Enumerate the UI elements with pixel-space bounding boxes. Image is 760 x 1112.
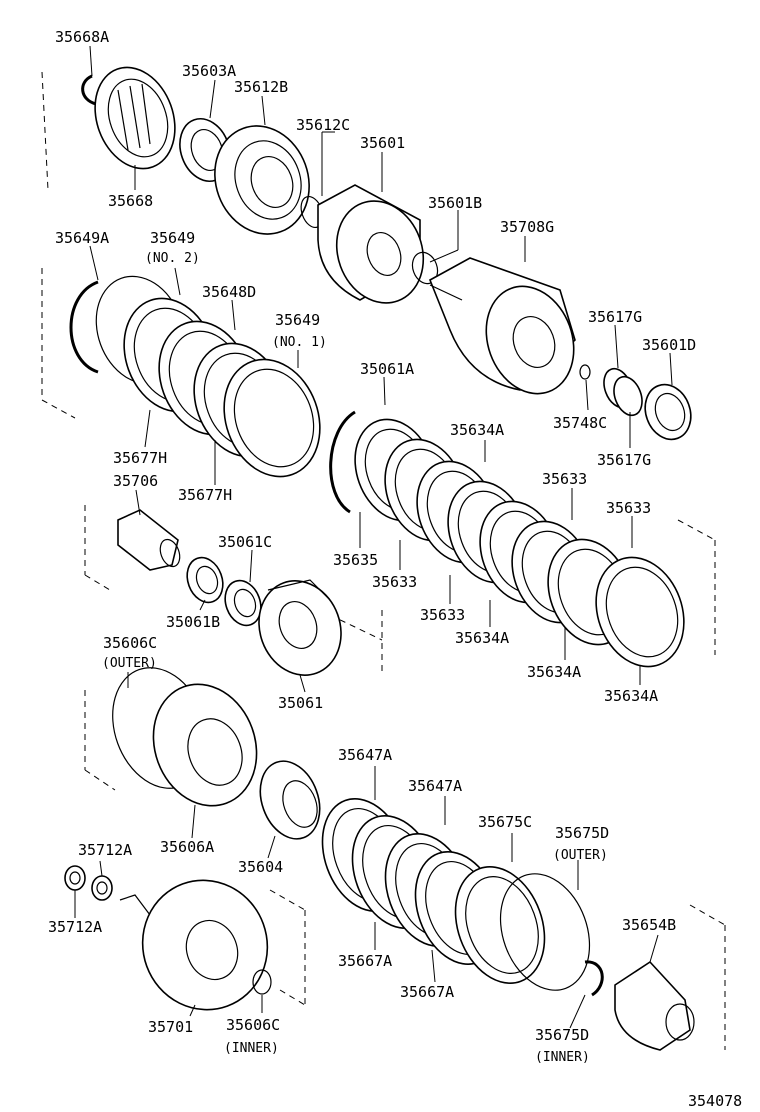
- part-35061C-washer: [224, 579, 262, 627]
- label-35061: 35061: [278, 694, 323, 712]
- label-no2: (NO. 2): [145, 251, 200, 266]
- label-35667A-b: 35667A: [400, 983, 454, 1001]
- label-35612C: 35612C: [296, 116, 350, 134]
- label-35701: 35701: [148, 1018, 193, 1036]
- part-35612B-piston: [214, 125, 310, 235]
- leader-lines: [74, 45, 673, 1029]
- part-35601D-bearing: [644, 383, 692, 441]
- label-35604: 35604: [238, 858, 283, 876]
- part-35748C-washer: [579, 364, 591, 380]
- part-35601-drum: [317, 184, 425, 304]
- label-35634A-b: 35634A: [527, 663, 581, 681]
- label-no1: (NO. 1): [272, 335, 327, 350]
- label-35649-no2: 35649: [150, 229, 195, 247]
- label-35606A: 35606A: [160, 838, 214, 856]
- label-35649A: 35649A: [55, 229, 109, 247]
- label-outer-2: (OUTER): [553, 848, 608, 863]
- part-35701-carrier: [119, 879, 269, 1011]
- label-35634A-c: 35634A: [604, 687, 658, 705]
- label-35633-d: 35633: [420, 606, 465, 624]
- label-35675C: 35675C: [478, 813, 532, 831]
- label-35706: 35706: [113, 472, 158, 490]
- label-35633-b: 35633: [606, 499, 651, 517]
- part-35712A-washers: [64, 865, 113, 901]
- part-35606A-piston: [152, 683, 258, 807]
- label-35677H-right: 35677H: [178, 486, 232, 504]
- label-outer-1: (OUTER): [102, 656, 157, 671]
- label-35061A: 35061A: [360, 360, 414, 378]
- part-35604-gear: [259, 760, 321, 840]
- label-35603A: 35603A: [182, 62, 236, 80]
- clutch-plates-35647A-35667A: [321, 798, 546, 984]
- label-35634A-mid: 35634A: [455, 629, 509, 647]
- label-35633-c: 35633: [372, 573, 417, 591]
- part-35675D-outer-snap-ring: [499, 873, 591, 991]
- part-35649A-snap-ring: [69, 280, 99, 374]
- part-35668A-snap-ring: [81, 74, 97, 106]
- label-35654B: 35654B: [622, 916, 676, 934]
- label-35612B: 35612B: [234, 78, 288, 96]
- label-35606C-outer: 35606C: [103, 634, 157, 652]
- label-35712A-top: 35712A: [78, 841, 132, 859]
- label-35617G-top: 35617G: [588, 308, 642, 326]
- part-35706-shaft: [117, 509, 181, 571]
- label-35649-no1: 35649: [275, 311, 320, 329]
- diagram-id: 354078: [688, 1092, 742, 1110]
- label-inner-2: (INNER): [535, 1050, 590, 1065]
- label-35635: 35635: [333, 551, 378, 569]
- label-35647A-a: 35647A: [338, 746, 392, 764]
- label-35601D: 35601D: [642, 336, 696, 354]
- label-35633-a: 35633: [542, 470, 587, 488]
- part-labels: 35668A 35603A 35612B 35612C 35601 35668 …: [48, 28, 742, 1110]
- part-35708G-drum: [428, 257, 576, 395]
- part-35061-gear-assembly: [258, 579, 342, 676]
- part-35668-hub: [94, 66, 176, 170]
- label-35668: 35668: [108, 192, 153, 210]
- label-35675D-outer: 35675D: [555, 824, 609, 842]
- label-35601: 35601: [360, 134, 405, 152]
- clutch-plates-35633-35634A: [354, 418, 685, 668]
- label-35708G: 35708G: [500, 218, 554, 236]
- part-35635-snap-ring: [329, 410, 356, 514]
- label-35606C-inner: 35606C: [226, 1016, 280, 1034]
- label-35061B: 35061B: [166, 613, 220, 631]
- part-35061B-washer: [186, 556, 224, 604]
- label-35748C: 35748C: [553, 414, 607, 432]
- label-35712A-left: 35712A: [48, 918, 102, 936]
- label-35634A-top: 35634A: [450, 421, 504, 439]
- label-35677H-left: 35677H: [113, 449, 167, 467]
- label-35668A: 35668A: [55, 28, 109, 46]
- label-35617G-bot: 35617G: [597, 451, 651, 469]
- label-35648D: 35648D: [202, 283, 256, 301]
- assembly-axis-lines: [41, 71, 726, 1050]
- label-35647A-b: 35647A: [408, 777, 462, 795]
- clutch-plates-35648D-35677H: [123, 297, 321, 478]
- part-35654B-hub: [614, 960, 695, 1051]
- label-inner-1: (INNER): [224, 1041, 279, 1056]
- label-35675D-inner: 35675D: [535, 1026, 589, 1044]
- part-35606C-inner-o-ring: [252, 969, 272, 995]
- label-35061C: 35061C: [218, 533, 272, 551]
- label-35601B: 35601B: [428, 194, 482, 212]
- part-35617G-races: [603, 367, 643, 417]
- label-35667A-a: 35667A: [338, 952, 392, 970]
- part-35675D-inner-snap-ring: [584, 960, 604, 997]
